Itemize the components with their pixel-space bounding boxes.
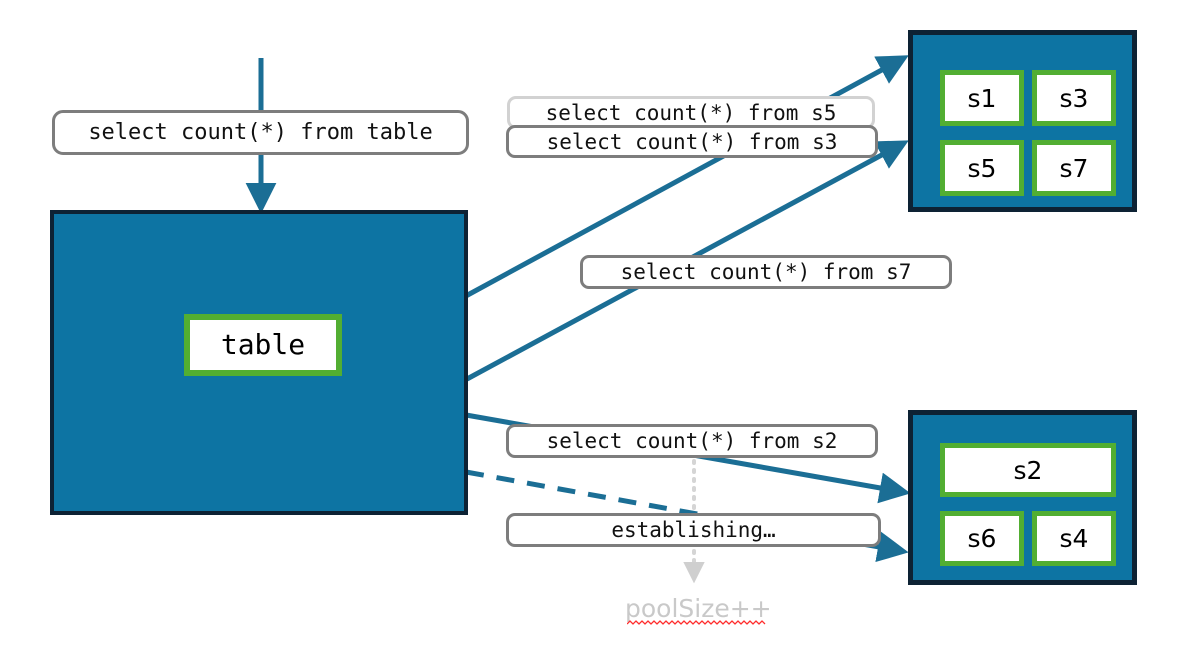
node-table: table xyxy=(184,314,342,376)
node-s4: s4 xyxy=(1032,511,1116,566)
label-query-s3-text: select count(*) from s3 xyxy=(546,129,838,154)
label-query-s3: select count(*) from s3 xyxy=(506,125,878,158)
table-container: table xyxy=(50,210,468,515)
server-group-top: s1 s3 s5 s7 xyxy=(908,30,1137,212)
node-s1-label: s1 xyxy=(967,83,997,113)
node-s5: s5 xyxy=(940,140,1024,196)
label-query-s7-text: select count(*) from s7 xyxy=(620,260,912,284)
spellcheck-underline-icon xyxy=(627,620,766,625)
node-s3-label: s3 xyxy=(1059,83,1089,113)
node-s1: s1 xyxy=(940,70,1024,126)
label-establishing: establishing… xyxy=(506,513,881,547)
node-s6: s6 xyxy=(940,511,1024,566)
label-root-query-text: select count(*) from table xyxy=(88,120,433,145)
label-query-s2: select count(*) from s2 xyxy=(506,424,878,458)
node-s5-label: s5 xyxy=(967,153,997,183)
node-s6-label: s6 xyxy=(967,524,997,553)
node-s2: s2 xyxy=(940,443,1116,497)
annotation-poolsize: poolSize++ xyxy=(625,594,772,625)
label-query-s5-text: select count(*) from s5 xyxy=(545,100,837,125)
annotation-poolsize-text: poolSize++ xyxy=(625,594,772,623)
label-query-s5: select count(*) from s5 xyxy=(507,96,875,129)
node-s3: s3 xyxy=(1032,70,1116,126)
node-s7: s7 xyxy=(1032,140,1116,196)
node-s2-label: s2 xyxy=(1013,455,1043,485)
server-group-bottom: s2 s6 s4 xyxy=(908,410,1137,585)
label-query-s2-text: select count(*) from s2 xyxy=(546,429,838,453)
label-establishing-text: establishing… xyxy=(611,518,776,542)
node-table-label: table xyxy=(220,328,306,361)
label-query-s7: select count(*) from s7 xyxy=(580,255,952,289)
node-s7-label: s7 xyxy=(1059,153,1089,183)
node-s4-label: s4 xyxy=(1059,524,1089,553)
label-root-query: select count(*) from table xyxy=(52,110,469,155)
